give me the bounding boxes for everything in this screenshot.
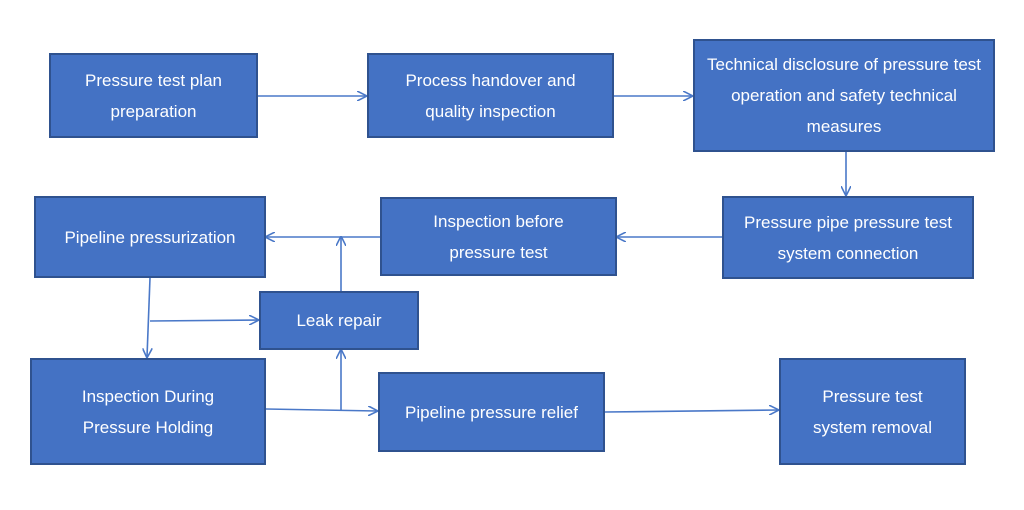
node-label: Pipeline pressure relief (405, 402, 578, 422)
node-leak-repair: Leak repair (259, 291, 419, 350)
node-pressure-test-plan-preparation: Pressure test plan preparation (49, 53, 258, 138)
node-label: Pipeline pressurization (64, 227, 236, 247)
node-label: Pressure test plan preparation (84, 70, 222, 121)
node-label: Inspection before pressure test (433, 211, 564, 262)
node-inspection-before-pressure-test: Inspection before pressure test (380, 197, 617, 276)
node-pressure-test-system-removal: Pressure test system removal (779, 358, 966, 465)
node-pipeline-pressurization: Pipeline pressurization (34, 196, 266, 278)
arrow-pressurization-to-holding (147, 277, 150, 357)
arrow-holding-to-relief (265, 409, 377, 411)
arrow-relief-to-removal (604, 410, 778, 412)
node-technical-disclosure: Technical disclosure of pressure test op… (693, 39, 995, 152)
node-label: Technical disclosure of pressure test op… (706, 55, 982, 136)
node-pressure-pipe-connection: Pressure pipe pressure test system conne… (722, 196, 974, 279)
node-label: Leak repair (296, 311, 382, 330)
node-process-handover: Process handover and quality inspection (367, 53, 614, 138)
node-inspection-during-pressure-holding: Inspection During Pressure Holding (30, 358, 266, 465)
node-label: Pressure pipe pressure test system conne… (744, 212, 952, 263)
arrow-to-leak-repair (149, 320, 258, 321)
node-label: Pressure test system removal (812, 386, 933, 437)
node-pipeline-pressure-relief: Pipeline pressure relief (378, 372, 605, 452)
node-label: Process handover and quality inspection (405, 70, 576, 121)
node-label: Inspection During Pressure Holding (81, 386, 215, 437)
